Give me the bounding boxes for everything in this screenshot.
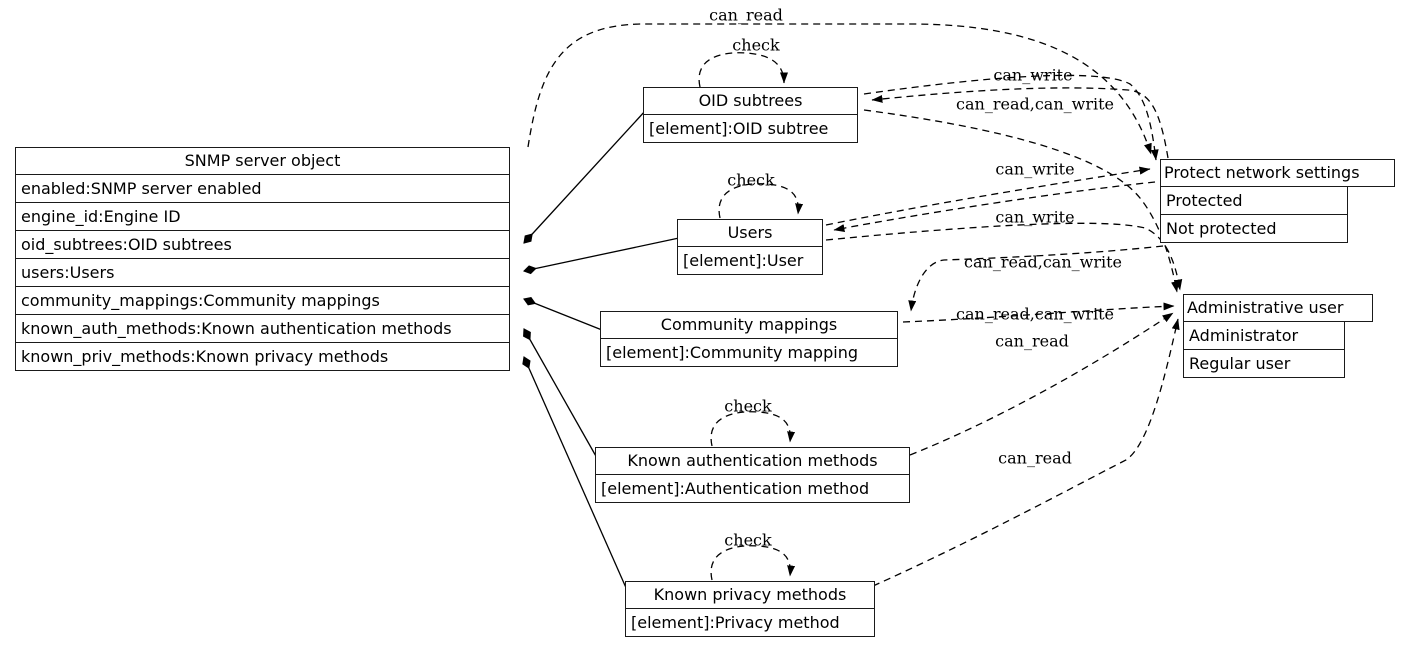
containment-known-auth-methods [523,328,598,459]
edge-label-can-write-users: can_write [995,159,1075,179]
edge-label-can-read-knownpriv: can_read [998,448,1072,468]
edge-users-canwrite-protect [825,166,1151,226]
node-users: Users [element]:User [677,219,823,275]
selfloop-check-known-auth [710,411,796,447]
node-title-known-auth-methods: Known authentication methods [595,447,910,475]
node-protect-network-settings: Protect network settings Protected Not p… [1160,159,1395,243]
edge-label-check-knownpriv: check [724,530,772,550]
edge-label-can-read-write-community: can_read,can_write [964,252,1122,272]
selfloop-check-users [718,183,804,219]
node-title-administrative-user: Administrative user [1183,294,1373,322]
edge-protect-communitymappings [908,245,1164,312]
row-protected: Protected [1160,186,1348,215]
edge-oid-canreadwrite-admin [863,109,1179,293]
edge-knownauth-canread-admin [909,312,1174,456]
edge-knownpriv-canread-admin [872,318,1180,587]
node-community-mappings: Community mappings [element]:Community m… [600,311,898,367]
node-title-protect-network-settings: Protect network settings [1160,159,1395,187]
edge-protect-oid [871,87,1169,159]
row-administrator: Administrator [1183,321,1345,350]
node-oid-subtrees: OID subtrees [element]:OID subtree [643,87,858,143]
row-known-priv-methods: known_priv_methods:Known privacy methods [15,342,510,371]
edge-label-check-oid: check [732,35,780,55]
selfloop-check-known-priv [710,545,796,581]
edge-label-can-read-write-community-admin: can_read,can_write [956,304,1114,324]
edge-label-can-read-write-oid: can_read,can_write [956,94,1114,114]
containment-community-mappings [523,297,603,331]
containment-users [523,237,680,275]
row-oid-subtrees: oid_subtrees:OID subtrees [15,230,510,259]
row-element-community-mapping: [element]:Community mapping [600,338,898,367]
node-known-priv-methods: Known privacy methods [element]:Privacy … [625,581,875,637]
edge-snmp-canread-protect [527,23,1152,155]
node-administrative-user: Administrative user Administrator Regula… [1183,294,1373,378]
row-not-protected: Not protected [1160,214,1348,243]
edge-label-can-write-oid: can_write [993,65,1073,85]
edge-label-can-read-top: can_read [709,5,783,25]
row-element-user: [element]:User [677,246,823,275]
node-known-auth-methods: Known authentication methods [element]:A… [595,447,910,503]
node-title-oid-subtrees: OID subtrees [643,87,858,115]
edge-protect-users [833,181,1156,232]
edge-community-canreadwrite-admin [902,302,1175,323]
node-title-snmp-server-object: SNMP server object [15,147,510,175]
node-snmp-server-object: SNMP server object enabled:SNMP server e… [15,147,510,371]
node-title-community-mappings: Community mappings [600,311,898,339]
containment-oid-subtrees [523,109,647,244]
access-edges [527,23,1183,587]
row-community-mappings: community_mappings:Community mappings [15,286,510,315]
selfloop-check-oid-subtrees [698,52,788,88]
row-known-auth-methods: known_auth_methods:Known authentication … [15,314,510,343]
row-element-auth-method: [element]:Authentication method [595,474,910,503]
edge-label-check-users: check [727,170,775,190]
row-users: users:Users [15,258,510,287]
row-element-privacy-method: [element]:Privacy method [625,608,875,637]
edge-label-check-knownauth: check [724,396,772,416]
edge-label-can-read-knownauth: can_read [995,331,1069,351]
row-engine-id: engine_id:Engine ID [15,202,510,231]
containment-known-priv-methods [522,356,628,591]
node-title-known-priv-methods: Known privacy methods [625,581,875,609]
edge-oid-canwrite-protect [863,74,1159,161]
edge-label-can-write-users-admin: can_write [995,207,1075,227]
row-element-oid-subtree: [element]:OID subtree [643,114,858,143]
node-title-users: Users [677,219,823,247]
containment-edges [522,109,680,591]
row-enabled: enabled:SNMP server enabled [15,174,510,203]
row-regular-user: Regular user [1183,349,1345,378]
